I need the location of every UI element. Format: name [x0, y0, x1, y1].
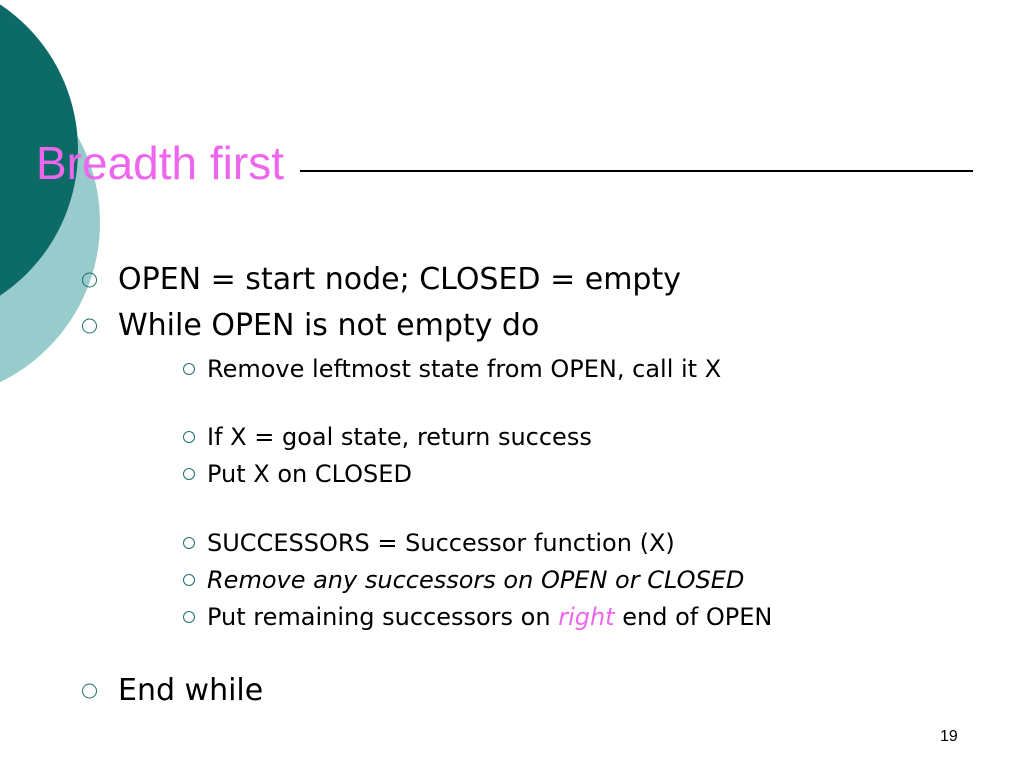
title-underline	[300, 170, 973, 172]
bullet-text: OPEN = start node; CLOSED = empty	[118, 262, 681, 297]
bullet-text: While OPEN is not empty do	[118, 308, 540, 343]
bullet-accent-word: right	[558, 603, 615, 631]
bullet-goal-test: If X = goal state, return success	[183, 423, 592, 451]
bullet-text-after: end of OPEN	[614, 603, 773, 631]
bullet-while-loop: While OPEN is not empty do	[82, 308, 540, 343]
hollow-circle-bullet-icon	[82, 318, 97, 334]
bullet-text: Remove leftmost state from OPEN, call it…	[207, 355, 722, 383]
hollow-circle-bullet-icon	[183, 468, 195, 480]
bullet-remove-leftmost: Remove leftmost state from OPEN, call it…	[183, 355, 722, 383]
bullet-successors: SUCCESSORS = Successor function (X)	[183, 529, 675, 557]
bullet-text: Put X on CLOSED	[207, 460, 412, 488]
bullet-text: SUCCESSORS = Successor function (X)	[207, 529, 675, 557]
bullet-remove-duplicates: Remove any successors on OPEN or CLOSED	[183, 566, 745, 594]
hollow-circle-bullet-icon	[82, 683, 97, 699]
hollow-circle-bullet-icon	[183, 431, 195, 443]
hollow-circle-bullet-icon	[183, 363, 195, 375]
bullet-text: Remove any successors on OPEN or CLOSED	[207, 566, 745, 594]
bullet-put-closed: Put X on CLOSED	[183, 460, 412, 488]
bullet-end-while: End while	[82, 673, 264, 708]
bullet-text: End while	[118, 673, 264, 708]
bullet-text-before: Put remaining successors on	[207, 603, 559, 631]
slide-title: Breadth first	[36, 137, 284, 189]
hollow-circle-bullet-icon	[183, 611, 195, 623]
hollow-circle-bullet-icon	[183, 574, 195, 586]
page-number: 19	[940, 728, 958, 745]
hollow-circle-bullet-icon	[183, 537, 195, 549]
hollow-circle-bullet-icon	[82, 272, 97, 288]
bullet-put-remaining: Put remaining successors on right end of…	[183, 603, 773, 631]
bullet-open-init: OPEN = start node; CLOSED = empty	[82, 262, 681, 297]
bullet-text: If X = goal state, return success	[207, 423, 592, 451]
